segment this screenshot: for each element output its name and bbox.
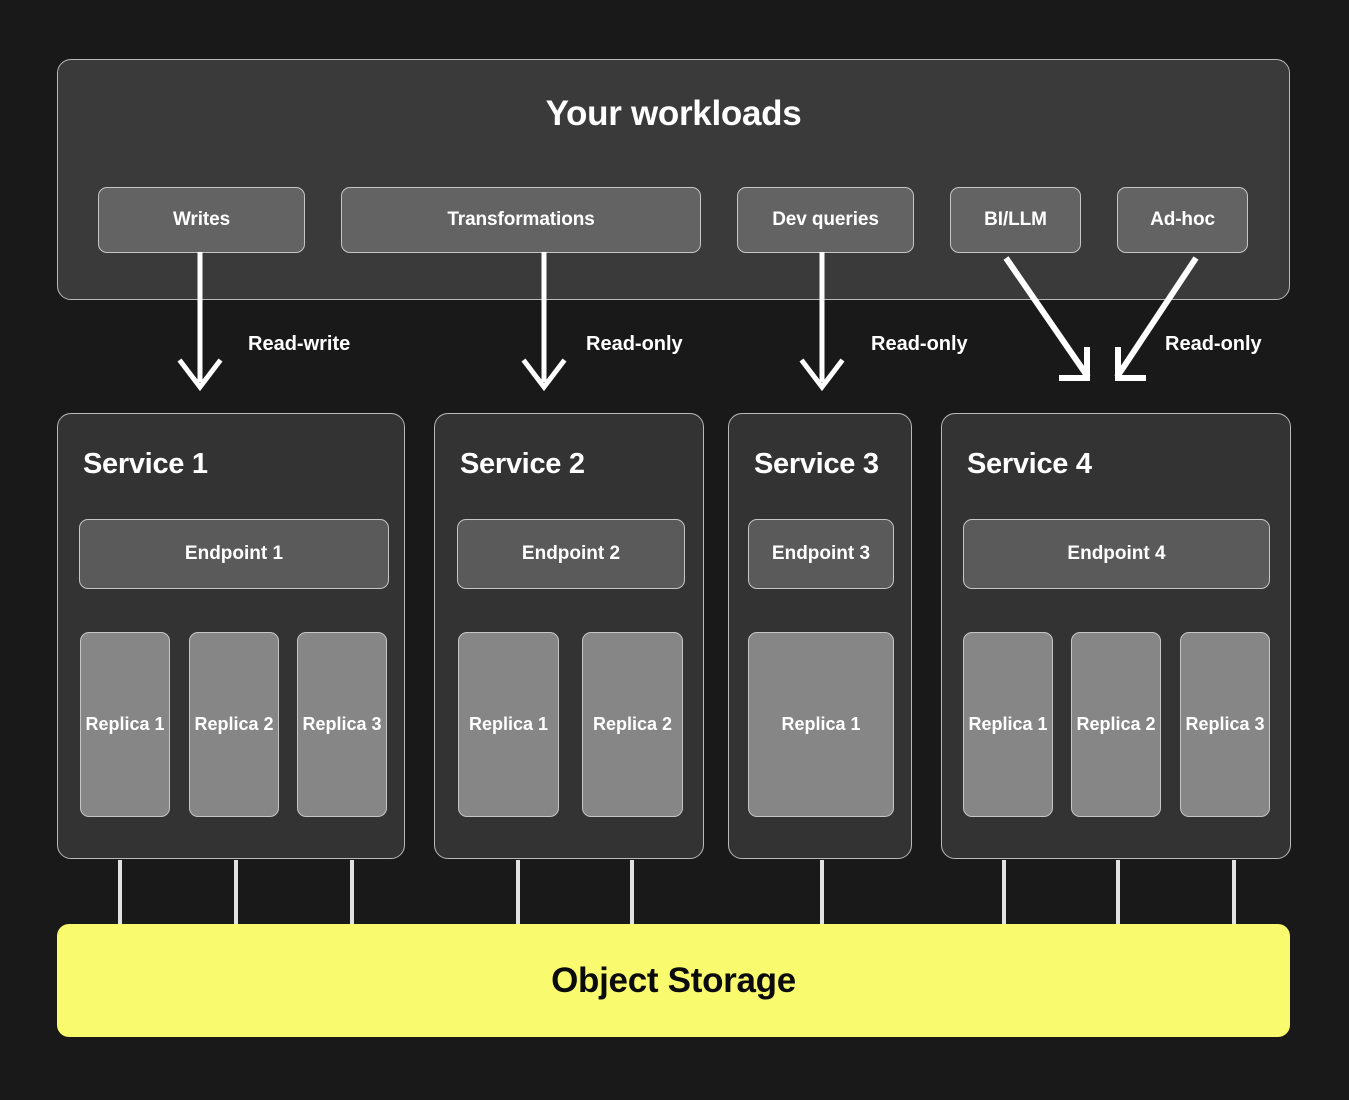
- replica-box-s3-r1[interactable]: Replica 1: [748, 632, 894, 817]
- workload-chip-writes[interactable]: Writes: [98, 187, 305, 253]
- storage-connector-s3-1: [820, 860, 824, 928]
- service-title-4: Service 4: [967, 448, 1092, 480]
- workload-chip-transformations[interactable]: Transformations: [341, 187, 701, 253]
- flow-label-read-write: Read-write: [248, 333, 351, 355]
- storage-connector-s1-2: [234, 860, 238, 928]
- replica-box-s1-r2[interactable]: Replica 2: [189, 632, 279, 817]
- replica-box-s4-r1[interactable]: Replica 1: [963, 632, 1053, 817]
- workloads-panel: Your workloads Writes Transformations Dev …: [57, 59, 1290, 300]
- endpoint-box-3[interactable]: Endpoint 3: [748, 519, 894, 589]
- endpoint-box-2[interactable]: Endpoint 2: [457, 519, 685, 589]
- flow-label-read-only: Read-only: [586, 333, 683, 355]
- replica-box-s2-r2[interactable]: Replica 2: [582, 632, 683, 817]
- workload-chip-ad-hoc[interactable]: Ad-hoc: [1117, 187, 1248, 253]
- service-title-1: Service 1: [83, 448, 208, 480]
- service-title-2: Service 2: [460, 448, 585, 480]
- replica-box-s2-r1[interactable]: Replica 1: [458, 632, 559, 817]
- service-box-3: Service 3 Endpoint 3 Replica 1: [728, 413, 912, 859]
- object-storage-label: Object Storage: [551, 960, 796, 1000]
- storage-connector-s1-1: [118, 860, 122, 928]
- flow-label-read-only: Read-only: [1165, 333, 1262, 355]
- workload-chip-dev-queries[interactable]: Dev queries: [737, 187, 914, 253]
- workload-chip-bi-llm[interactable]: BI/LLM: [950, 187, 1081, 253]
- flow-label-read-only: Read-only: [871, 333, 968, 355]
- replica-box-s1-r1[interactable]: Replica 1: [80, 632, 170, 817]
- service-title-3: Service 3: [754, 448, 879, 480]
- replica-box-s1-r3[interactable]: Replica 3: [297, 632, 387, 817]
- replica-box-s4-r2[interactable]: Replica 2: [1071, 632, 1161, 817]
- storage-connector-s4-1: [1002, 860, 1006, 928]
- object-storage-bar: Object Storage: [57, 924, 1290, 1037]
- storage-connector-s2-1: [516, 860, 520, 928]
- endpoint-box-4[interactable]: Endpoint 4: [963, 519, 1270, 589]
- storage-connector-s4-2: [1116, 860, 1120, 928]
- storage-connector-s4-3: [1232, 860, 1236, 928]
- storage-connector-s1-3: [350, 860, 354, 928]
- workloads-title: Your workloads: [545, 94, 802, 133]
- endpoint-box-1[interactable]: Endpoint 1: [79, 519, 389, 589]
- storage-connector-s2-2: [630, 860, 634, 928]
- replica-box-s4-r3[interactable]: Replica 3: [1180, 632, 1270, 817]
